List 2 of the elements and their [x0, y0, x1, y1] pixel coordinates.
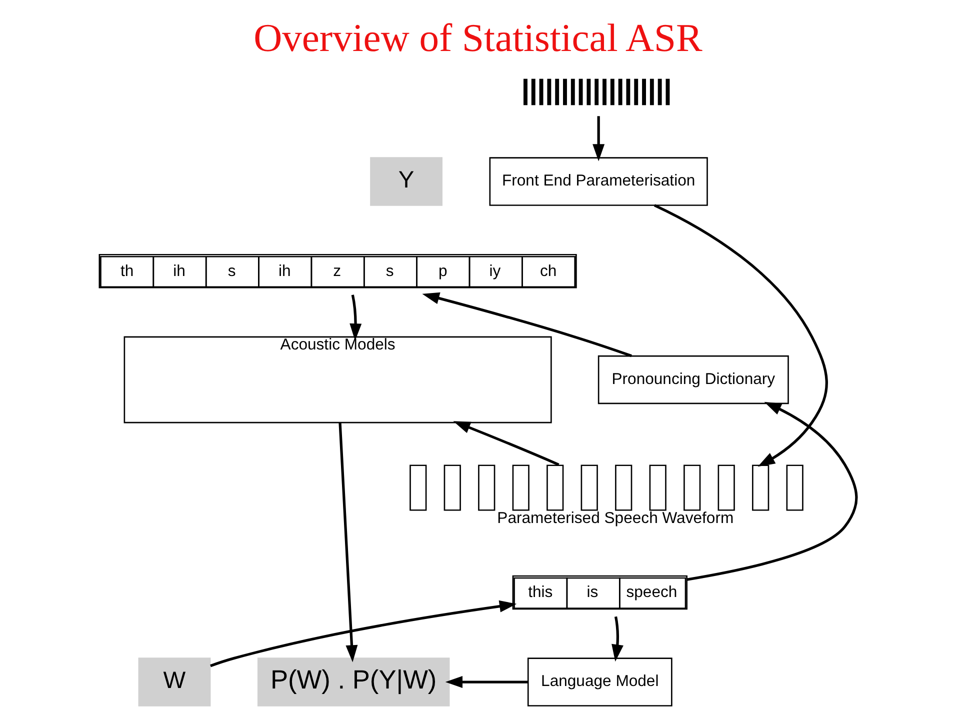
diagram-title: Overview of Statistical ASR — [254, 16, 702, 60]
node-label: Parameterised Speech Waveform — [497, 509, 734, 526]
